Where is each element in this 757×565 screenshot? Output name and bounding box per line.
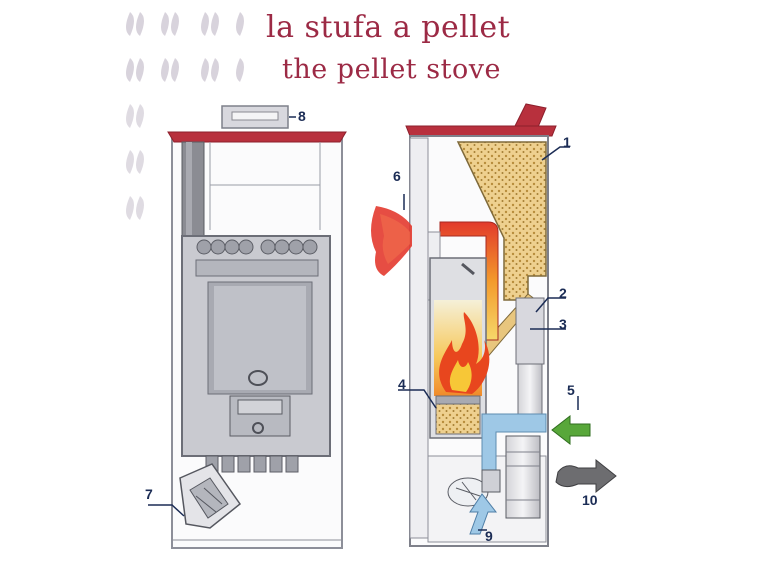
callout-10: 10	[582, 492, 598, 508]
callout-6: 6	[393, 168, 401, 184]
combustion-fan	[179, 463, 242, 529]
callout-5: 5	[567, 382, 575, 398]
callout-8: 8	[298, 108, 306, 124]
top-cap	[167, 131, 347, 143]
stove-section-view	[405, 103, 557, 547]
callout-4: 4	[398, 376, 406, 392]
title-english: the pellet stove	[282, 54, 501, 85]
callout-3: 3	[559, 316, 567, 332]
stove-front-view	[167, 105, 347, 549]
green-arrow-icon	[551, 414, 591, 446]
title-italian: la stufa a pellet	[266, 10, 511, 45]
leaf-pattern-icon	[126, 12, 244, 220]
pellet-hopper	[456, 141, 547, 301]
flame-icon	[439, 312, 490, 394]
callout-2: 2	[559, 285, 567, 301]
callout-1: 1	[563, 134, 571, 150]
callout-7: 7	[145, 486, 153, 502]
callout-leaders	[148, 116, 579, 531]
callout-9: 9	[485, 528, 493, 544]
exhaust-arrow-icon	[555, 458, 617, 494]
